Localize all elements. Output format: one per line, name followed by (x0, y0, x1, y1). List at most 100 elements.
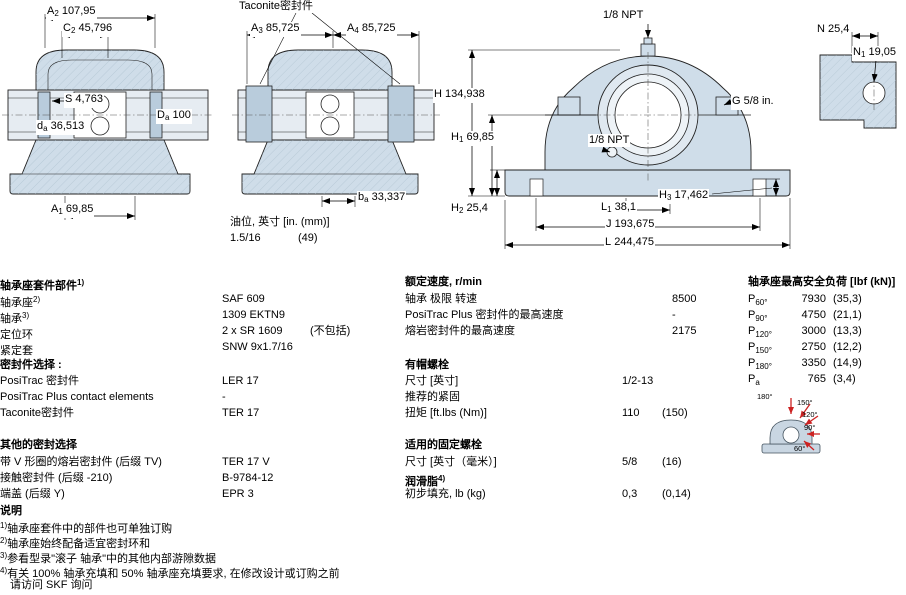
front-section-drawing (2, 14, 214, 220)
grease-fill-value: 0,3 (622, 488, 638, 500)
dim-g: G 5/8 in. (731, 95, 775, 110)
taconite-seal-left (245, 85, 273, 143)
spec-value: - (222, 391, 226, 403)
load-label: P150° (748, 341, 772, 356)
spec-label: 紧定套 (0, 345, 33, 357)
load-label: P90° (748, 309, 768, 324)
dim-a1: A1 69,85 (50, 203, 95, 218)
notes-header: 说明 (0, 505, 22, 517)
npt-top-label: 1/8 NPT (602, 9, 645, 22)
spec-label: PosiTrac 密封件 (0, 375, 80, 387)
load-direction-arrows (788, 398, 820, 451)
spec-value: 1309 EKTN9 (222, 309, 285, 321)
bolt-slot-left (529, 178, 544, 197)
load-value-kn: (14,9) (833, 357, 862, 369)
spec-label: PosiTrac Plus contact elements (0, 391, 154, 403)
load-direction-diagram (761, 398, 821, 454)
bolt-size-value: 1/2-13 (622, 375, 654, 387)
grease-header: 润滑脂4) (405, 474, 446, 488)
bolt-size-label: 尺寸 [英寸] (405, 375, 459, 387)
dim-n: N 25,4 (816, 23, 851, 38)
load-value-lbf: 4750 (801, 309, 826, 321)
attachment-bolts-header: 适用的固定螺栓 (405, 439, 482, 451)
load-value-kn: (21,1) (833, 309, 862, 321)
dim-da: da 36,513 (36, 120, 86, 135)
dim-s: S 4,763 (64, 93, 104, 108)
load-value-lbf: 3000 (801, 325, 826, 337)
speed-value: 8500 (672, 293, 697, 305)
dim-l1: L1 38,1 (600, 201, 638, 216)
attachment-size-label: 尺寸 [英寸（毫米）] (405, 456, 497, 468)
dim-c2: C2 45,796 (62, 22, 114, 37)
spec-label: 带 V 形圈的熔岩密封件 (后缀 TV) (0, 456, 162, 468)
torque-value: 110 (622, 407, 640, 419)
dim-n1: N1 19,05 (852, 46, 897, 61)
dim-a2: A2 107,95 (46, 5, 97, 20)
spec-label: 定位环 (0, 329, 33, 341)
note-item: 4)有关 100% 轴承充填和 50% 轴承座充填要求, 在修改设计或订购之前 (0, 566, 340, 580)
other-seals-header: 其他的密封选择 (0, 439, 77, 451)
taconite-seal-right (387, 85, 415, 143)
spec-value: SNW 9x1.7/16 (222, 341, 293, 353)
spec-value: TER 17 V (222, 456, 270, 468)
speed-label: PosiTrac Plus 密封件的最高速度 (405, 309, 564, 321)
taconite-label: Taconite密封件 (238, 0, 314, 13)
angle-label: 60° (794, 444, 806, 453)
torque-value-nm: (150) (662, 407, 688, 419)
load-value-lbf: 7930 (801, 293, 826, 305)
dim-h2: H2 25,4 (450, 202, 489, 217)
load-value-lbf: 3350 (801, 357, 826, 369)
speed-value: - (672, 309, 676, 321)
housing-parts-header: 轴承座套件部件1) (0, 278, 85, 292)
speed-label: 轴承 极限 转速 (405, 293, 478, 305)
speed-value: 2175 (672, 325, 697, 337)
dim-l: L 244,475 (604, 236, 655, 251)
spec-value: LER 17 (222, 375, 259, 387)
note-item: 1)轴承座套件中的部件也可单独订购 (0, 521, 173, 535)
speed-label: 熔岩密封件的最高速度 (405, 325, 515, 337)
cap-bolts-header: 有帽螺栓 (405, 359, 449, 371)
speeds-header: 额定速度, r/min (405, 276, 483, 288)
base-flange (504, 169, 791, 197)
note-item: 3)参看型录"滚子 轴承"中的其他内部游隙数据 (0, 551, 216, 565)
spec-value: 2 x SR 1609 (222, 325, 283, 337)
spec-extra: (不包括) (310, 325, 351, 337)
dim-a4: A4 85,725 (346, 22, 397, 37)
load-value-lbf: 2750 (801, 341, 826, 353)
load-value-kn: (12,2) (833, 341, 862, 353)
load-label: P180° (748, 357, 772, 372)
oil-level-value: 1.5/16 (230, 232, 261, 244)
load-value-kn: (13,3) (833, 325, 862, 337)
npt-side-label: 1/8 NPT (588, 134, 631, 147)
angle-label: 120° (802, 410, 818, 419)
attachment-size-value-mm: (16) (662, 456, 682, 468)
load-value-lbf: 765 (807, 373, 826, 385)
spec-value: SAF 609 (222, 293, 265, 305)
taconite-section-drawing (232, 12, 440, 207)
note-footer: 请访问 SKF 询问 (10, 579, 93, 591)
angle-label: 90° (804, 423, 816, 432)
spec-label: 接触密封件 (后缀 -210) (0, 472, 113, 484)
bolt-slot-right (752, 178, 767, 197)
torque-label-2: 扭矩 [ft.lbs (Nm)] (405, 407, 487, 419)
angle-label: 180° (757, 392, 773, 401)
mini-housing-base (761, 443, 821, 454)
grease-fill-label: 初步填充, lb (kg) (405, 488, 486, 500)
load-label: P60° (748, 293, 768, 308)
load-value-kn: (35,3) (833, 293, 862, 305)
spec-value: TER 17 (222, 407, 260, 419)
spec-label: 轴承座2) (0, 295, 41, 309)
note-item: 2)轴承座始终配备适宜密封环和 (0, 536, 151, 550)
angle-label: 150° (797, 398, 813, 407)
dim-j: J 193,675 (605, 218, 656, 233)
spec-value: B-9784-12 (222, 472, 274, 484)
cap-bolt-left (557, 96, 581, 116)
attachment-size-value: 5/8 (622, 456, 638, 468)
seal-selection-header: 密封件选择 : (0, 359, 62, 371)
dim-h3: H3 17,462 (658, 189, 710, 204)
dim-ba: ba 33,337 (357, 191, 407, 206)
load-value-kn: (3,4) (833, 373, 856, 385)
bolt-slot-detail-drawing (819, 32, 897, 129)
load-label: P120° (748, 325, 772, 340)
loads-header: 轴承座最高安全负荷 [lbf (kN)] (748, 276, 896, 288)
